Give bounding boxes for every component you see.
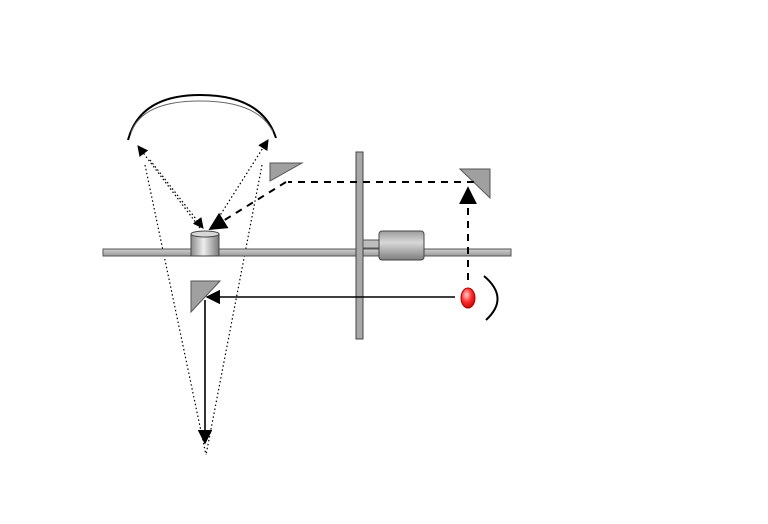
flat-mirror-lower-left [190,280,222,314]
chopper-disk [355,151,364,340]
dotted-ray-left-inner [137,145,201,229]
flat-mirror-upper-right [458,168,491,200]
flat-mirror-upper-middle [269,162,304,182]
dotted-ray-mirror-to-cylinder [149,159,204,229]
curved-mirror-edge [130,100,274,134]
optical-rail [102,248,512,257]
cylinder-top [190,230,220,238]
dotted-ray-right-outer [205,164,263,456]
motor-shaft [362,239,381,249]
reflector-arc [483,275,499,321]
dotted-ray-left-outer [144,164,207,456]
light-source [460,287,476,309]
dashed-beam-to-cylinder [208,181,287,230]
dotted-ray-right-inner [211,139,269,229]
curved-mirror [127,93,277,141]
motor [378,230,425,261]
